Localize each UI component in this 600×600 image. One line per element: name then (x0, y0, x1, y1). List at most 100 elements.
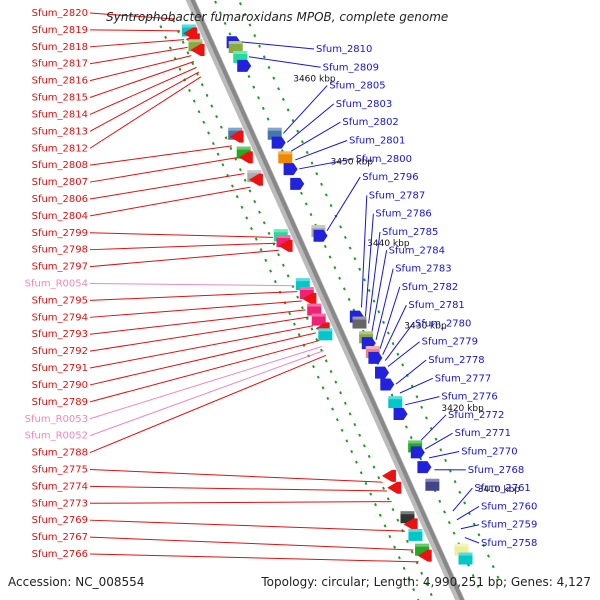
tick-mark (252, 85, 256, 89)
tick-mark (434, 437, 438, 441)
tick-mark (439, 448, 443, 452)
tick-mark (286, 274, 290, 278)
gene-box (318, 328, 333, 341)
tick-mark (362, 444, 366, 448)
gene-box-shine (359, 331, 374, 335)
gene-box-shine (415, 543, 430, 547)
tick-mark (159, 25, 163, 29)
leader-line (89, 316, 309, 352)
tick-mark (238, 2, 242, 6)
gene-box-shine (400, 511, 415, 515)
tick-mark (391, 342, 395, 346)
gene-label: Sfum_2777 (435, 373, 491, 384)
tick-mark (447, 520, 451, 525)
tick-mark (320, 182, 323, 186)
tick-mark (396, 518, 400, 522)
gene-label: Sfum_2758 (481, 538, 537, 549)
gene-box (458, 552, 473, 565)
tick-mark (248, 189, 252, 193)
gene-label: Sfum_2810 (316, 44, 372, 55)
leader-line (89, 39, 185, 48)
gene-arrow (248, 173, 263, 186)
gene-arrow (387, 481, 402, 494)
gene-feature (318, 328, 333, 341)
tick-mark (409, 435, 413, 440)
tick-mark (471, 574, 475, 578)
tick-mark (369, 492, 373, 496)
gene-box-shine (318, 328, 333, 332)
leader-line (89, 232, 273, 238)
tick-mark (258, 210, 261, 214)
gene-label: Sfum_2769 (32, 515, 88, 526)
tick-mark (367, 288, 371, 293)
leader-line (89, 501, 392, 504)
tick-mark (321, 386, 325, 390)
gene-feature (393, 407, 408, 420)
leader-line (326, 176, 361, 232)
gene-label: Sfum_2806 (32, 194, 88, 205)
gene-label: Sfum_2770 (461, 447, 517, 458)
leader-line (89, 157, 238, 183)
tick-mark (266, 117, 270, 121)
gene-feature (410, 446, 425, 459)
tick-mark (253, 199, 257, 204)
tick-mark (219, 125, 223, 129)
tick-mark (253, 34, 257, 38)
tick-mark (326, 396, 330, 401)
gene-arrow (381, 469, 396, 482)
kbp-label: 3450 kbp (331, 157, 374, 167)
leader-line (89, 71, 200, 132)
gene-label: Sfum_2820 (32, 8, 88, 19)
tick-mark (372, 299, 376, 303)
tick-mark (200, 83, 204, 87)
gene-label: Sfum_2789 (32, 397, 88, 408)
tick-mark (188, 88, 191, 93)
leader-line (286, 103, 335, 143)
tick-mark (350, 449, 354, 454)
tick-mark (248, 23, 252, 27)
tick-mark (329, 369, 333, 374)
leader-line (428, 451, 460, 459)
tick-mark (391, 507, 395, 512)
tick-mark (281, 263, 285, 267)
tick-mark (309, 212, 313, 217)
gene-box-shine (247, 170, 262, 174)
gene-arrow (368, 351, 383, 364)
tick-mark (211, 141, 215, 146)
tick-mark (415, 395, 419, 399)
tick-track (238, 2, 500, 579)
gene-label: Sfum_2782 (402, 282, 458, 293)
gene-feature (375, 366, 390, 379)
gene-label: Sfum_2778 (428, 355, 484, 366)
gene-box-shine (188, 39, 203, 43)
gene-arrow (417, 549, 432, 562)
gene-label: Sfum_2774 (32, 481, 88, 492)
gene-feature (368, 351, 383, 364)
tick-mark (348, 246, 352, 250)
gene-box (425, 478, 440, 491)
gene-box-shine (311, 225, 326, 229)
tick-mark (288, 311, 292, 316)
leader-line (89, 354, 327, 454)
tick-mark (420, 405, 424, 409)
tick-mark (262, 55, 266, 59)
gene-label: Sfum_2807 (32, 177, 88, 188)
tick-mark (420, 571, 424, 575)
gene-feature (229, 130, 244, 143)
tick-mark (425, 416, 428, 420)
leader-line (89, 291, 298, 301)
tick-mark (300, 306, 304, 310)
tick-mark (382, 486, 385, 490)
gene-label: Sfum_R0052 (25, 431, 88, 442)
gene-box-shine (454, 543, 469, 547)
tick-mark (334, 380, 338, 384)
gene-feature (307, 303, 322, 316)
tick-mark (257, 96, 260, 100)
tick-mark (296, 129, 300, 133)
tick-mark (458, 490, 462, 494)
gene-box-shine (307, 303, 322, 307)
tick-mark (286, 108, 290, 112)
tick-mark (396, 352, 400, 356)
